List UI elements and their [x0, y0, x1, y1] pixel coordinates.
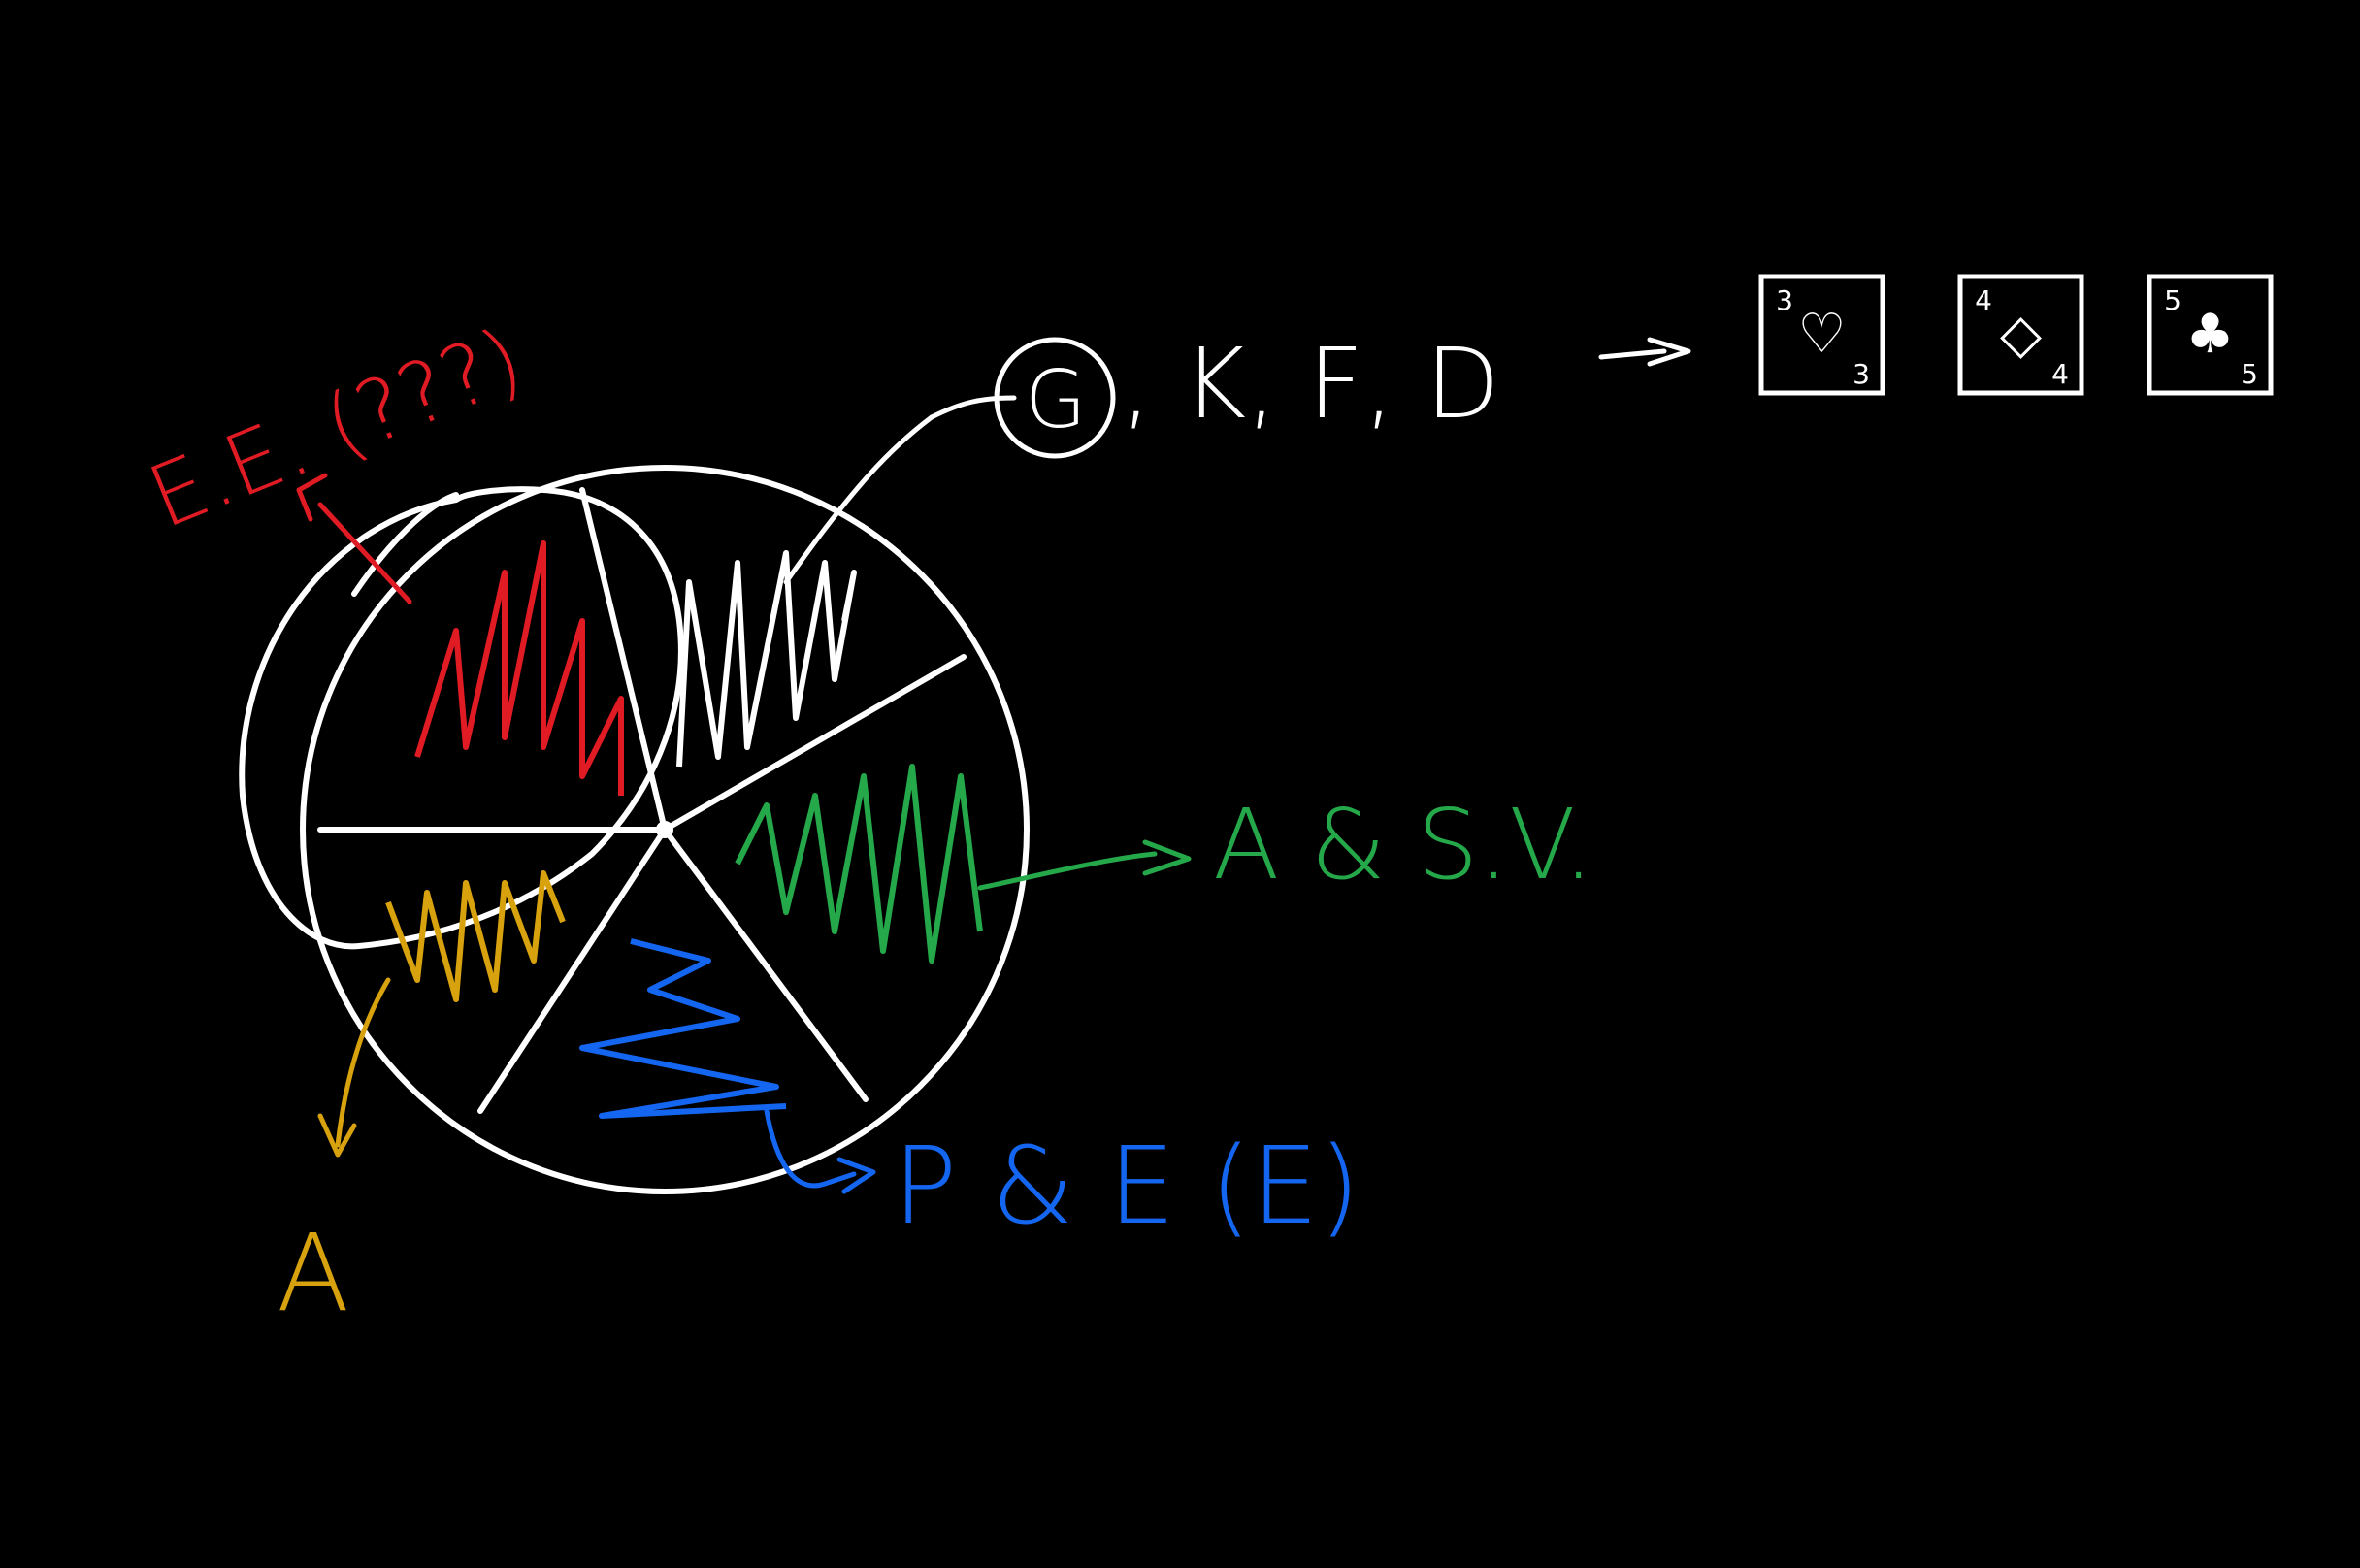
- white-arrow-line: [929, 395, 1017, 420]
- pie-divider-bottom-left: [477, 827, 668, 1114]
- pie-divider-bottom-right: [662, 827, 869, 1102]
- green-scribble: [735, 764, 983, 964]
- card-frame: [1957, 274, 2084, 396]
- card-2: 4◇4: [1957, 274, 2084, 396]
- yellow-scribble: [385, 870, 566, 1002]
- card-frame: [1758, 274, 1885, 396]
- card-top-number: 4: [1975, 284, 1992, 316]
- label-yellow: A: [277, 1211, 349, 1335]
- g-circle: [994, 337, 1116, 459]
- label-green: A & S.V.: [1213, 788, 1594, 901]
- card-suit-icon: ♡: [1797, 303, 1846, 366]
- blue-arrow-head: [836, 1157, 876, 1194]
- yellow-arrow-head: [317, 1113, 357, 1158]
- white-arrow-curve: [783, 414, 934, 585]
- pie-outline: [300, 465, 1030, 1194]
- card-bottom-number: 4: [2051, 358, 2069, 390]
- blue-scribble: [579, 938, 787, 1119]
- white-scribble: [676, 550, 857, 768]
- pie-center-dot: [656, 821, 673, 838]
- cards-arrow-line: [1598, 348, 1667, 360]
- green-arrow-head: [1142, 839, 1192, 876]
- loop-tail: [351, 492, 459, 597]
- green-arrow-line: [977, 851, 1158, 891]
- card-top-number: 5: [2164, 284, 2181, 316]
- red-arrow-head: [296, 473, 328, 522]
- card-bottom-number: 3: [1852, 358, 1870, 390]
- card-top-number: 3: [1776, 284, 1793, 316]
- blue-arrow-line: [764, 1108, 857, 1189]
- label-g: G: [1025, 354, 1087, 446]
- red-arrow-line: [317, 502, 412, 604]
- label-blue: P & E (E): [893, 1124, 1360, 1248]
- card-1: 3♡3: [1758, 274, 1885, 396]
- red-scribble: [414, 540, 624, 796]
- card-3: 5♣5: [2147, 274, 2274, 396]
- card-suit-icon: ♣: [2185, 303, 2234, 366]
- card-suit-icon: ◇: [2000, 303, 2042, 366]
- card-bottom-number: 5: [2241, 358, 2258, 390]
- cards-arrow-head: [1647, 337, 1691, 367]
- yellow-arrow-line: [335, 977, 391, 1148]
- cards-row: 3♡34◇45♣5: [1758, 274, 2274, 396]
- card-frame: [2147, 274, 2274, 396]
- pie-divider-right: [662, 654, 967, 833]
- label-white-rest: , K, F, D: [1121, 327, 1500, 441]
